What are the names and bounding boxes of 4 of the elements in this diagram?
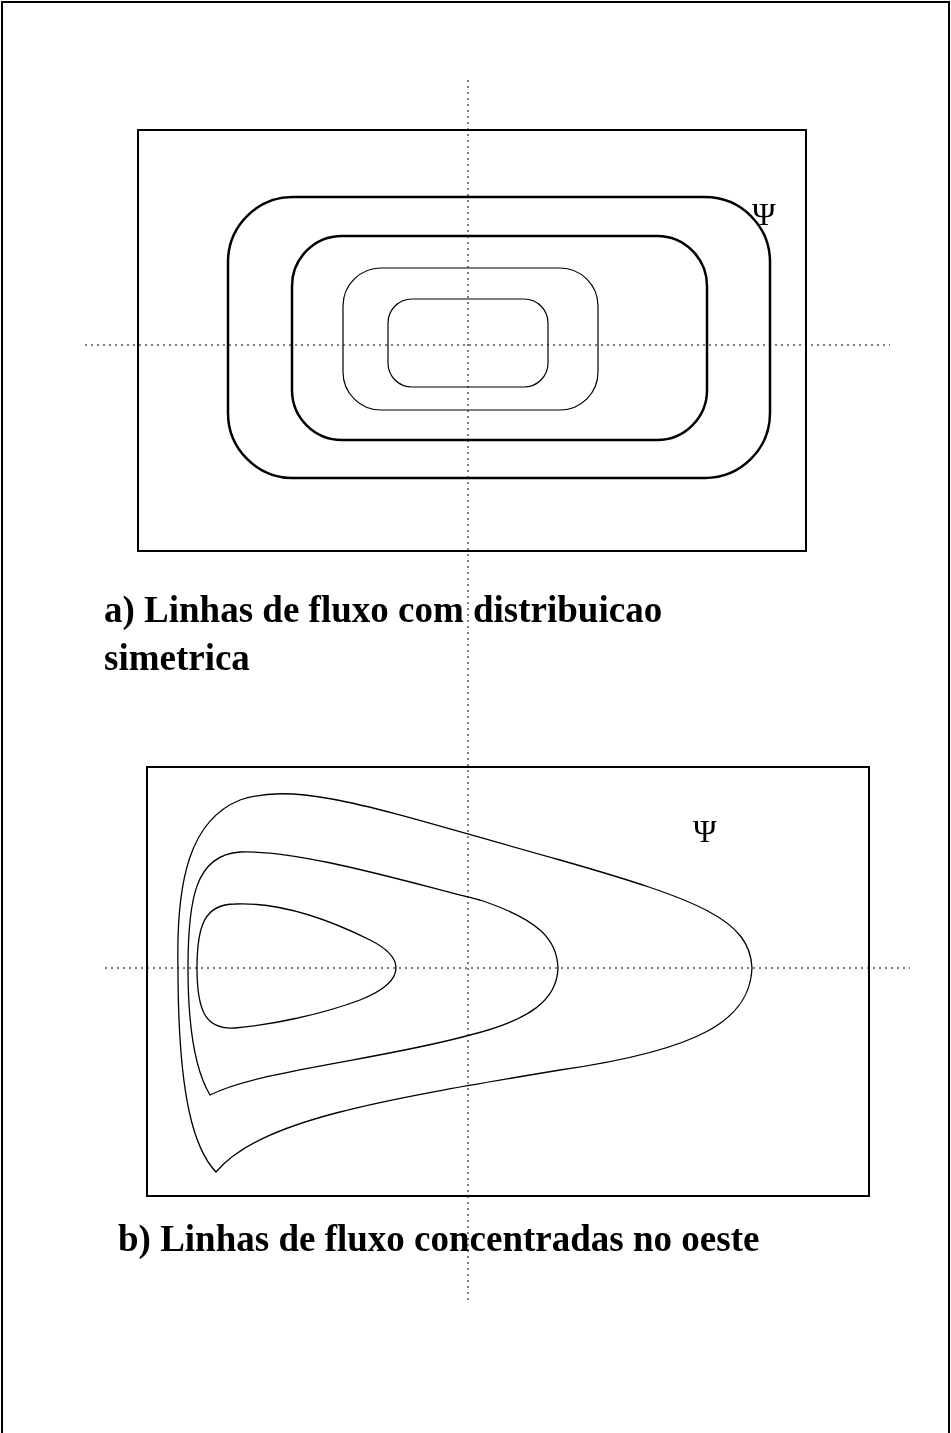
figure-caption: b) Linhas de fluxo concentradas no oeste (118, 1217, 760, 1261)
figure-caption: a) Linhas de fluxo com distribuicao simetrica (104, 588, 664, 680)
symbol-label: Ψ (693, 813, 717, 849)
symbol-label: Ψ (752, 196, 776, 232)
